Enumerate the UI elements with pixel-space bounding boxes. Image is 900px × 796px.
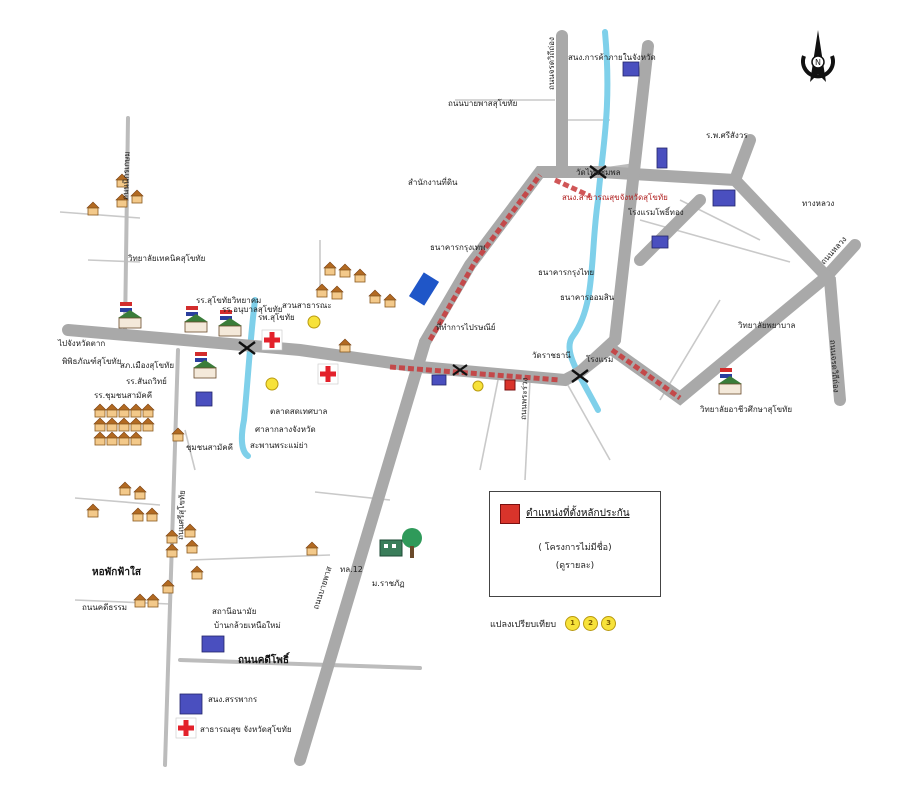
label-east-label: โรงแรมโพธิ์ทอง <box>628 206 684 217</box>
comparison-markers <box>265 315 484 392</box>
label-city-hall: ศาลากลางจังหวัด <box>255 425 316 434</box>
label-health: สถานีอนามัย <box>212 607 256 616</box>
label-left-low: ชุมชนสามัคคี <box>186 443 233 452</box>
label-east-road: ถนนจรดวิถีถ่อง <box>828 340 841 393</box>
label-left-school: พิพิธภัณฑ์สุโขทัย <box>62 356 121 366</box>
school-icons <box>118 302 742 395</box>
label-hwy: ทล.12 <box>340 565 363 574</box>
legend-note: (ดูรายละ) <box>555 561 595 571</box>
label-post: ที่ทำการไปรษณีย์ <box>436 321 495 332</box>
main-roads <box>62 30 861 766</box>
subject-property-marker <box>504 379 516 391</box>
label-vertical-road: ถนนพระร่วง <box>519 377 529 420</box>
label-canal: สะพานพระแม่ย่า <box>250 441 308 450</box>
label-east-top: ร.พ.ศรีสังวร <box>706 131 748 140</box>
label-hotel: โรงแรม <box>586 354 613 364</box>
comparison-marker-1: 1 <box>565 616 581 631</box>
comparison-legend-label: แปลงเปรียบเทียบ <box>490 619 557 630</box>
label-school2: รร.อนุบาลสุโขทัย <box>222 304 283 314</box>
label-bank: ธนาคารกรุงไทย <box>538 268 594 277</box>
north-arrow-icon: N <box>801 30 835 82</box>
comparison-marker-3: 3 <box>601 616 617 631</box>
label-district: ถนนคดีธรรม <box>82 603 127 612</box>
label-upper-school: วิทยาลัยเทคนิคสุโขทัย <box>127 253 205 263</box>
label-hospital-bottom: สาธารณสุข จังหวัดสุโขทัย <box>200 724 292 734</box>
label-school: รร.สุโขทัยวิทยาคม <box>196 295 261 305</box>
university-icon <box>379 528 422 558</box>
label-khao-road: ถนนนิกรเกษม <box>121 151 132 200</box>
label-far-east: ทางหลวง <box>802 199 834 208</box>
label-university: ม.ราชภัฏ <box>372 579 405 588</box>
label-police: สภ.เมืองสุโขทัย <box>120 360 174 370</box>
house-icons <box>86 173 397 608</box>
label-north-road: ถนนจรดวิถีถ่อง <box>547 37 556 90</box>
canal <box>238 297 258 459</box>
comparison-marker-2: 2 <box>583 616 599 631</box>
highlight-route <box>389 173 682 401</box>
legend-box: ตำแหน่งที่ตั้งหลักประกัน ( โครงการไม่มีช… <box>489 491 661 597</box>
label-right: วัดไทยชุมพล <box>576 168 621 177</box>
map-labels: ไปจังหวัดตาก สนง.การค้าภายในจังหวัด ถนนบ… <box>57 37 849 734</box>
label-market: ตลาดสดเทศบาล <box>270 407 328 416</box>
label-center: ธนาคารกรุงเทพ <box>430 243 485 252</box>
label-sukhothai-road: ถนนศรีสุโขทัย <box>175 490 187 540</box>
river <box>566 29 611 413</box>
label-bottom-road: ถนนคดีโพธิ์ <box>238 652 291 666</box>
label-nw: ถนนบายพาสสุโขทัย <box>448 98 517 108</box>
label-village: หอพักฟ้าใส <box>92 565 142 578</box>
label-office: สำนักงานที่ดิน <box>408 176 458 187</box>
label-east-school: วิทยาลัยอาชีวศึกษาสุโขทัย <box>699 404 792 414</box>
label-south-hospital: สนง.สาธารณสุขจังหวัดสุโขทัย <box>562 192 668 202</box>
bridge-icons <box>238 165 607 383</box>
label-nursing: วิทยาลัยพยาบาล <box>737 321 795 330</box>
secondary-roads <box>123 116 637 767</box>
label-top: สนง.การค้าภายในจังหวัด <box>568 53 656 62</box>
label-bank2: ธนาคารออมสิน <box>560 293 615 302</box>
label-park: สวนสาธารณะ <box>282 301 332 310</box>
office-building-icons <box>179 61 736 715</box>
legend-title: ตำแหน่งที่ตั้งหลักประกัน <box>526 508 630 519</box>
label-diagonal-road: ถนนบายพาส <box>311 565 333 610</box>
label-hospital: รพ.สุโขทัย <box>258 312 295 322</box>
label-to-tak: ไปจังหวัดตาก <box>57 339 105 348</box>
label-temple: วัดราชธานี <box>532 351 571 360</box>
minor-roads <box>59 99 791 605</box>
legend-project-name: ( โครงการไม่มีชื่อ) <box>538 543 612 553</box>
label-hos-south: สนง.สรรพากร <box>208 695 258 704</box>
label-rr-school: รร.สันถวิทย์ <box>126 376 167 386</box>
label-health2: บ้านกล้วยเหนือใหม่ <box>214 621 281 630</box>
compass-label: N <box>815 58 821 67</box>
legend-swatch <box>500 504 520 524</box>
comparison-legend: แปลงเปรียบเทียบ 1 2 3 <box>490 616 617 631</box>
label-left-mid: รร.ชุมชนสามัคคี <box>94 391 152 400</box>
hospital-icons <box>175 329 339 739</box>
